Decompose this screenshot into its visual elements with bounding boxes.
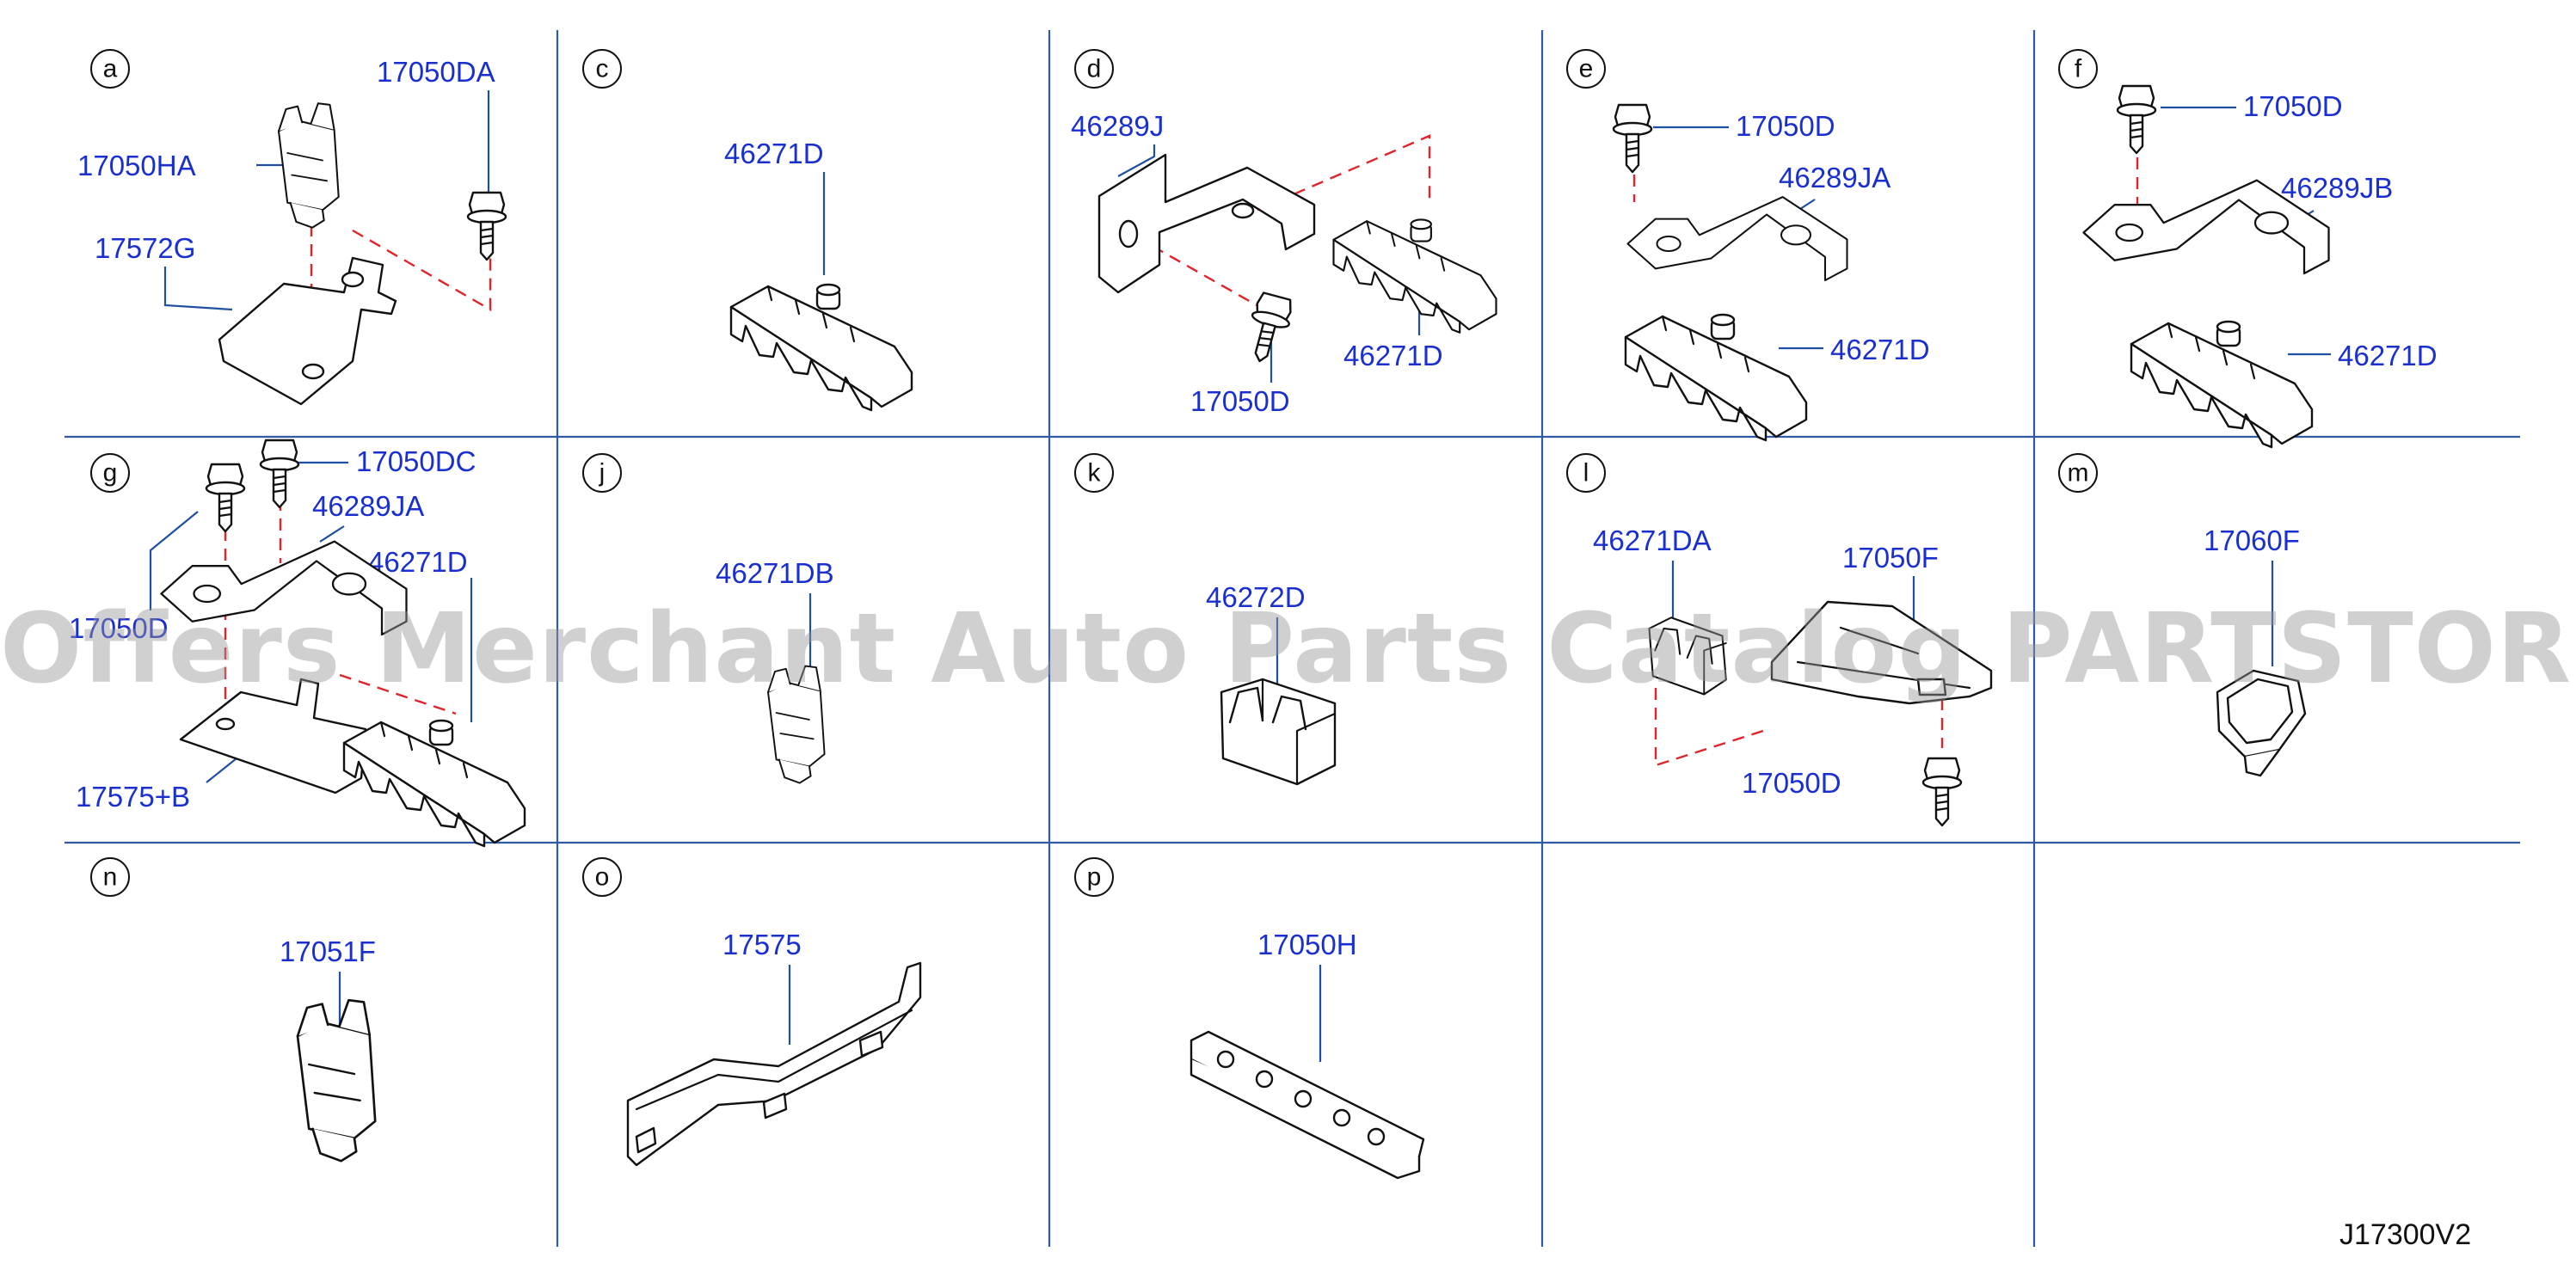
section-n-marker [90,857,130,897]
part-number-17575+B[interactable]: 17575+B [76,781,190,813]
section-l-marker [1566,453,1606,493]
leader-lines-g [149,461,473,783]
part-number-46289J[interactable]: 46289J [1071,110,1164,142]
clip-part-k [1220,678,1337,786]
part-number-17575[interactable]: 17575 [722,929,802,960]
section-c[interactable]: c 46271D [582,49,913,412]
section-f-marker [2058,49,2098,89]
part-number-46271D-e[interactable]: 46271D [1830,334,1930,365]
part-number-17050D-l[interactable]: 17050D [1742,767,1841,799]
part-number-46289JB[interactable]: 46289JB [2281,172,2393,204]
diagram-code-label: J17300V2 [2339,1218,2471,1251]
section-k[interactable]: k 46272D [1074,453,1337,786]
part-number-17050HA[interactable]: 17050HA [77,150,196,181]
section-n-letter: n [103,863,118,892]
part-number-46271DB[interactable]: 46271DB [716,557,834,589]
section-p-marker [1074,857,1114,897]
section-a-marker [90,49,130,89]
bracket-part-d [1097,153,1316,294]
section-a[interactable]: a 17050DA 17050HA 17572G [77,49,507,406]
dashed-guides-a [310,205,492,368]
section-p[interactable]: p 17050H [1074,857,1425,1180]
section-g[interactable]: g 17050DC 46289JA 46271D 17050D 17575+B [69,439,526,848]
clip-part-a [277,102,340,229]
section-o-marker [582,857,622,897]
strip-part-o [626,961,922,1167]
section-l-letter: l [1583,459,1589,488]
section-e[interactable]: e 17050D 46289JA 46271D [1566,49,1930,442]
dashed-guides-g [224,499,457,739]
section-j-marker [582,453,622,493]
clamp-part-e [1624,313,1808,442]
section-j-letter: j [599,459,606,488]
bolt-part-l [1921,757,1963,827]
section-f[interactable]: f 17050D 46289JB 46271D [2058,49,2438,449]
clip-part-l [1648,617,1727,696]
dashed-guides-l [1654,688,1944,767]
section-o[interactable]: o 17575 [582,857,922,1167]
part-number-46272D[interactable]: 46272D [1206,581,1306,613]
part-number-46271D-c[interactable]: 46271D [724,138,824,169]
bolt-part-f [2116,84,2157,155]
part-number-17050DA[interactable]: 17050DA [377,56,495,88]
strip-part-p [1190,1030,1425,1180]
section-c-marker [582,49,622,89]
part-number-17050D-g[interactable]: 17050D [69,612,169,644]
section-g-marker [90,453,130,493]
clip-part-n [296,998,377,1163]
part-number-17050D-d[interactable]: 17050D [1190,385,1290,417]
section-p-letter: p [1087,863,1102,892]
section-a-letter: a [103,55,118,83]
part-number-46271DA[interactable]: 46271DA [1593,525,1712,556]
section-o-letter: o [595,863,610,892]
section-f-letter: f [2075,55,2082,83]
section-e-letter: e [1579,55,1594,83]
clamp-part-d [1332,218,1497,334]
section-k-letter: k [1088,459,1102,488]
section-d-marker [1074,49,1114,89]
part-number-46271D-f[interactable]: 46271D [2338,340,2438,371]
section-n[interactable]: n 17051F [90,857,377,1163]
part-number-46271D-g[interactable]: 46271D [368,546,468,578]
section-m-letter: m [2068,459,2089,488]
section-j[interactable]: j 46271DB [582,453,834,784]
part-number-17050D-e[interactable]: 17050D [1736,110,1835,142]
section-m[interactable]: m 17060F [2058,453,2307,777]
section-d[interactable]: d 46289J 46271D 17050D [1071,49,1497,417]
section-l[interactable]: l 46271DA 17050F 17050D [1566,453,1993,827]
bolt-part-g1 [205,463,246,533]
part-number-17060F[interactable]: 17060F [2204,525,2300,556]
bracket-part-e [1626,196,1848,282]
grid-lines [65,30,2520,1247]
part-number-46289JA-e[interactable]: 46289JA [1779,162,1891,193]
bolt-part-e [1612,103,1653,174]
section-e-marker [1566,49,1606,89]
bolt-part-a [466,191,507,261]
clamp-part-c [729,283,913,412]
bolt-part-d [1240,290,1297,367]
part-number-17050F[interactable]: 17050F [1842,542,1939,574]
part-number-17572G[interactable]: 17572G [95,232,195,264]
part-number-17050DC[interactable]: 17050DC [356,445,476,477]
part-number-17051F[interactable]: 17051F [280,936,376,967]
section-k-marker [1074,453,1114,493]
bolt-part-g2 [259,439,300,509]
strip-part-l [1770,600,1993,705]
part-number-17050D-f[interactable]: 17050D [2243,90,2343,122]
part-number-17050H[interactable]: 17050H [1257,929,1357,960]
clamp-part-f [2130,320,2314,449]
part-number-46289JA-g[interactable]: 46289JA [312,490,424,522]
section-g-letter: g [103,459,118,488]
clip-part-m [2216,669,2307,777]
clamp-part-g [342,719,526,848]
section-c-letter: c [596,55,609,83]
part-number-46271D-d[interactable]: 46271D [1343,340,1443,371]
bracket-part-a [218,256,397,406]
plate-part-g [179,678,367,794]
section-d-letter: d [1087,55,1102,83]
clip-part-j [767,665,826,784]
section-m-marker [2058,453,2098,493]
